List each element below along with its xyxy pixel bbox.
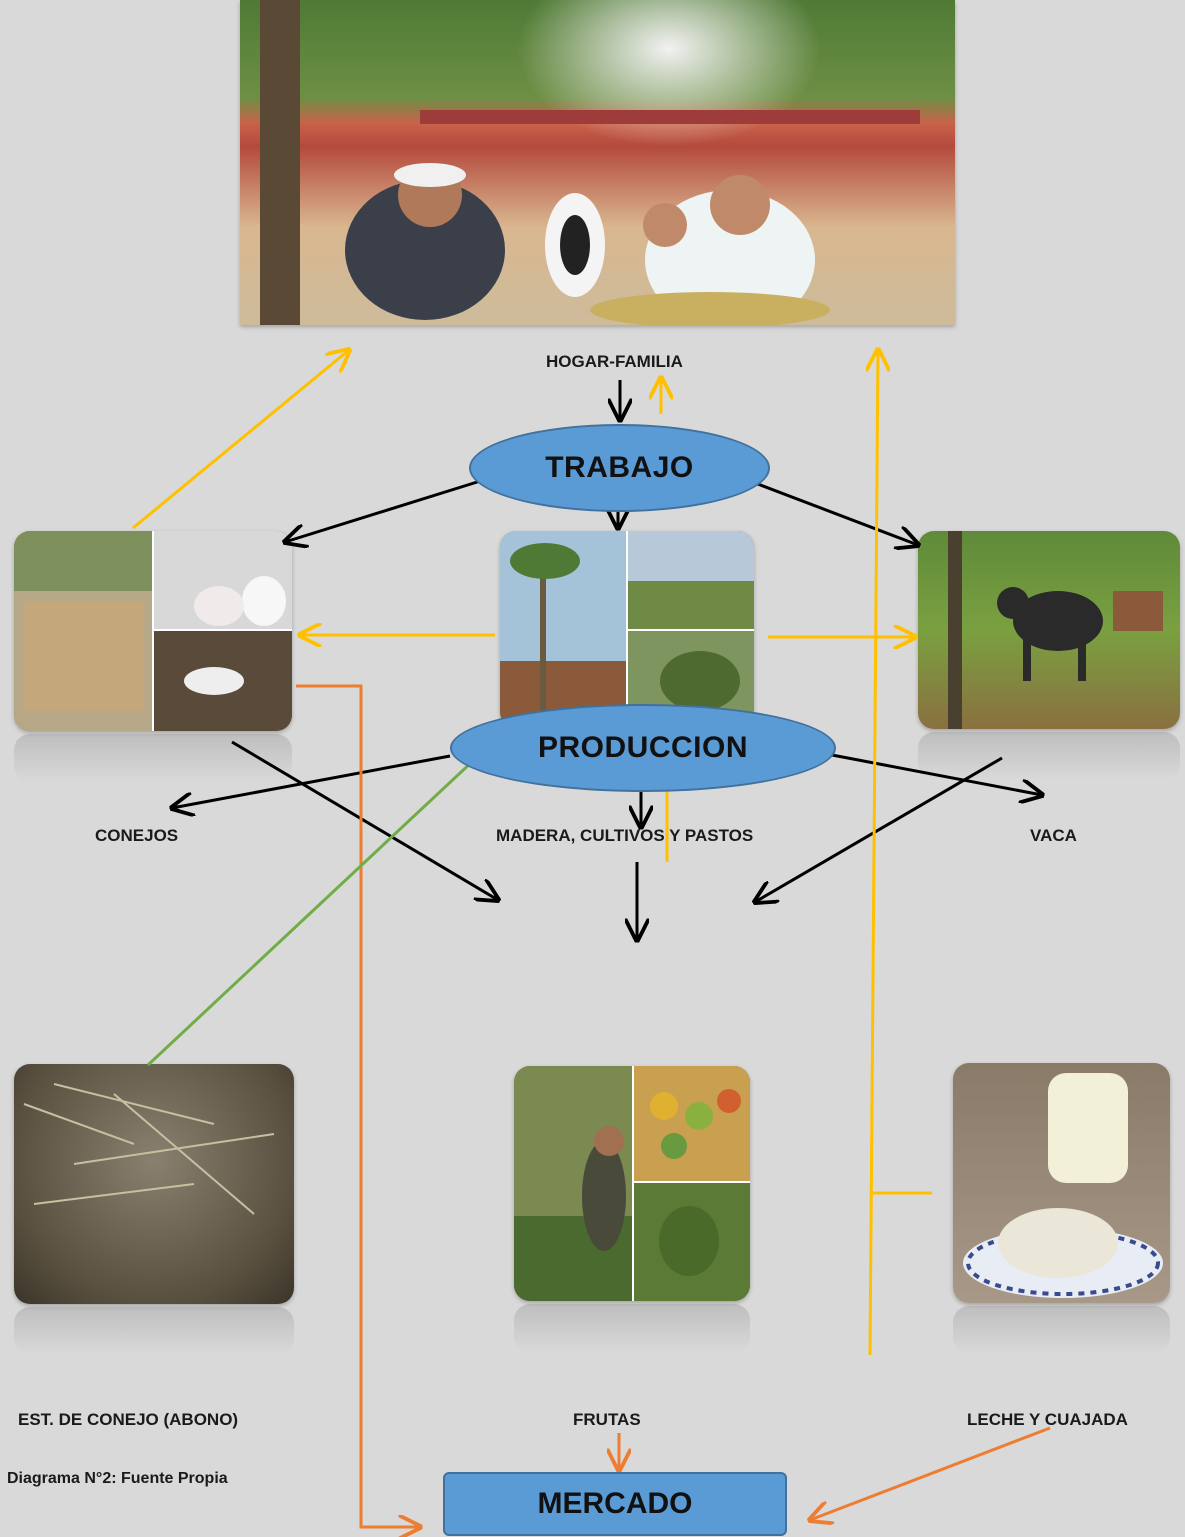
node-produccion: PRODUCCION	[450, 704, 836, 792]
arrow-produccion-abono	[172, 754, 451, 808]
arrow-produccion-leche	[831, 753, 1042, 795]
label-vaca: VACA	[1030, 826, 1077, 845]
arrow-leche-mercado	[810, 1426, 1051, 1520]
arrow-trabajo-conejos	[285, 476, 491, 542]
manure-photo	[14, 1064, 294, 1304]
arrow-conejos-mercado	[296, 684, 420, 1527]
label-frutas: FRUTAS	[573, 1410, 641, 1429]
arrow-abono-madera	[146, 745, 490, 1067]
label-conejos: CONEJOS	[95, 826, 179, 845]
family-photo	[240, 0, 955, 325]
diagram-caption: Diagrama N°2: Fuente Propia	[7, 1470, 228, 1487]
label-leche: LECHE Y CUAJADA	[967, 1410, 1128, 1429]
fruits-collage	[514, 1066, 750, 1301]
arrow-leche-hogar-vertical	[870, 350, 878, 1356]
label-madera: MADERA, CULTIVOS Y PASTOS	[496, 826, 754, 845]
label-hogar: HOGAR-FAMILIA	[546, 352, 683, 371]
node-mercado: MERCADO	[443, 1472, 787, 1536]
rabbits-collage	[14, 531, 292, 731]
node-trabajo: TRABAJO	[469, 424, 770, 512]
cow-photo	[918, 531, 1180, 729]
arrow-conejos-produccion	[231, 740, 498, 900]
crops-collage	[500, 531, 754, 728]
arrow-trabajo-vaca	[741, 476, 918, 545]
arrow-vaca-produccion	[755, 756, 1003, 902]
milk-cheese-photo	[953, 1063, 1170, 1303]
label-abono: EST. DE CONEJO (ABONO)	[18, 1410, 239, 1429]
arrow-conejos-hogar	[132, 350, 349, 530]
